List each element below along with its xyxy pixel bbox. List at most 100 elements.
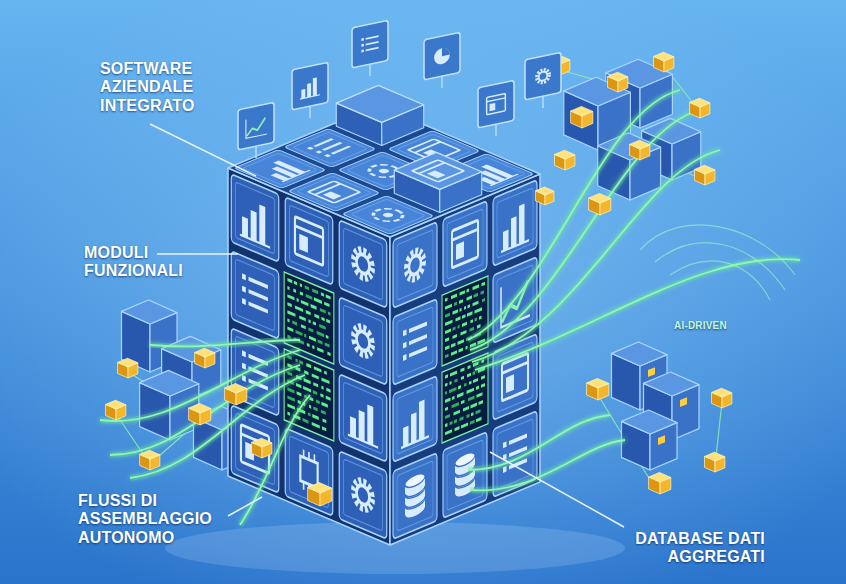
module-cell <box>285 428 333 516</box>
data-cube-top <box>589 193 611 203</box>
code-glyph <box>468 396 475 402</box>
module-cell <box>285 197 333 285</box>
code-glyph <box>459 348 464 353</box>
code-glyph <box>287 302 291 307</box>
code-glyph <box>287 412 290 416</box>
code-glyph <box>466 346 468 350</box>
code-glyph <box>467 373 471 378</box>
code-glyph <box>455 426 460 431</box>
data-flow-line <box>150 340 300 346</box>
window-icon <box>308 181 360 203</box>
code-glyph <box>471 403 478 409</box>
list-icon <box>242 273 246 280</box>
code-glyph <box>451 350 457 356</box>
bar-icon <box>251 210 257 242</box>
code-glyph <box>467 289 470 293</box>
code-glyph <box>479 316 482 320</box>
code-glyph <box>453 309 459 314</box>
bar-icon <box>259 204 265 245</box>
code-glyph <box>475 318 478 322</box>
code-glyph <box>464 306 466 310</box>
code-glyph <box>318 339 323 344</box>
code-glyph <box>461 423 468 429</box>
data-flow-glow <box>475 259 800 370</box>
module-panel-inner <box>344 459 383 531</box>
card <box>292 62 328 110</box>
code-glyph <box>445 429 452 435</box>
code-glyph <box>445 383 448 387</box>
code-glyph <box>471 412 474 416</box>
gear-icon <box>407 248 424 281</box>
data-cube <box>106 400 126 420</box>
code-glyph <box>324 302 329 307</box>
card <box>478 80 514 128</box>
data-cube <box>571 106 593 128</box>
code-glyph <box>297 391 302 396</box>
code-glyph <box>320 308 326 314</box>
code-glyph <box>445 320 453 326</box>
list-icon <box>330 146 351 155</box>
module-panel <box>393 222 437 308</box>
card-icon <box>537 69 549 84</box>
raised-module-icon <box>412 160 464 182</box>
code-glyph <box>456 316 461 321</box>
code-glyph <box>301 324 306 329</box>
code-glyph <box>313 321 316 325</box>
code-glyph <box>460 416 464 421</box>
code-glyph <box>479 400 484 405</box>
line-chart-icon <box>247 118 266 136</box>
code-glyph <box>445 414 450 419</box>
data-cube-top <box>189 403 211 413</box>
window-icon <box>299 234 308 253</box>
window-icon <box>487 98 506 102</box>
data-cube <box>225 383 247 405</box>
code-glyph <box>317 347 323 353</box>
code-glyph <box>482 298 485 302</box>
window-icon <box>295 226 323 238</box>
code-glyph <box>303 386 311 393</box>
module-cell <box>393 299 437 385</box>
code-glyph <box>470 420 475 425</box>
data-cube <box>712 388 732 408</box>
code-glyph <box>325 342 330 347</box>
code-glyph <box>454 302 457 306</box>
list-icon <box>315 150 322 153</box>
list-icon <box>509 434 527 445</box>
window-icon <box>452 220 478 268</box>
code-glyph <box>445 298 448 302</box>
code-glyph <box>306 310 311 315</box>
code-glyph <box>300 291 303 295</box>
code-glyph <box>458 325 460 329</box>
data-cube-top <box>571 106 593 116</box>
code-glyph <box>473 301 479 307</box>
axis <box>490 174 518 186</box>
module-panel <box>443 432 487 518</box>
code-glyph <box>445 398 451 403</box>
module-panel-inner <box>447 440 483 511</box>
code-glyph <box>452 402 460 408</box>
code-glyph <box>450 381 452 385</box>
code-glyph <box>308 319 310 323</box>
code-glyph <box>287 286 289 290</box>
data-flow-line <box>130 375 305 478</box>
data-light <box>680 397 687 407</box>
card-icon <box>246 115 267 138</box>
card <box>525 52 561 100</box>
code-glyph <box>326 388 330 393</box>
code-glyph <box>322 426 326 431</box>
code-glyph <box>473 284 480 290</box>
data-flow-glow <box>468 90 680 340</box>
chip-pin <box>303 450 305 458</box>
list-icon <box>366 41 379 46</box>
floating-card <box>478 80 514 140</box>
bar-icon <box>411 412 417 444</box>
list-icon <box>361 49 364 52</box>
gear-icon <box>357 329 370 353</box>
list-icon <box>503 441 507 448</box>
code-glyph <box>296 358 298 362</box>
module-panel-inner <box>290 205 329 277</box>
code-glyph <box>314 314 319 319</box>
module-panel <box>339 297 387 385</box>
data-cube <box>118 358 138 378</box>
